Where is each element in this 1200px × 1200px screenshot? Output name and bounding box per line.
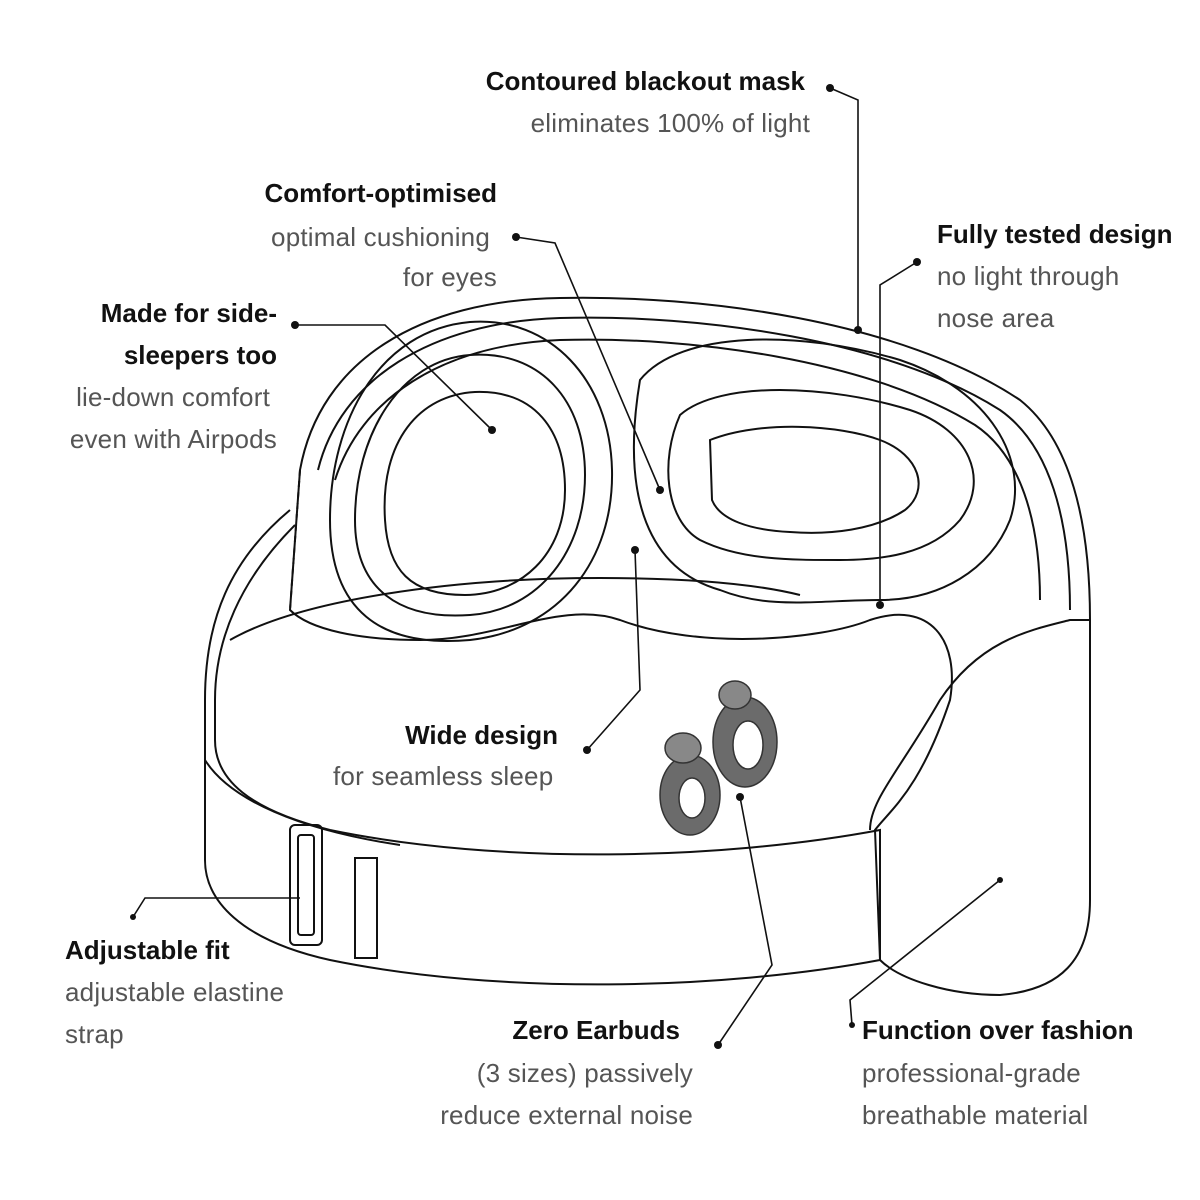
fashion-title: Function over fashion	[862, 1015, 1134, 1045]
earbuds-title: Zero Earbuds	[512, 1015, 680, 1045]
fashion-desc-2: breathable material	[862, 1100, 1089, 1130]
blackout-title: Contoured blackout mask	[485, 66, 805, 96]
tested-desc-2: nose area	[937, 303, 1055, 333]
tested-desc-1: no light through	[937, 261, 1120, 291]
earbuds-desc-1: (3 sizes) passively	[476, 1058, 693, 1088]
leader-lines	[132, 87, 1001, 1046]
wide-title: Wide design	[405, 720, 558, 750]
side-desc-1: lie-down comfort	[76, 382, 270, 412]
blackout-desc: eliminates 100% of light	[530, 108, 810, 138]
strap-buckle	[289, 824, 378, 959]
comfort-desc-2: for eyes	[402, 262, 497, 292]
fit-desc-1: adjustable elastine	[65, 977, 285, 1007]
wide-desc: for seamless sleep	[333, 761, 554, 791]
tested-title: Fully tested design	[937, 219, 1173, 249]
side-title-2: sleepers too	[123, 340, 277, 370]
leader-dots	[130, 84, 1003, 1049]
fashion-desc-1: professional-grade	[862, 1058, 1081, 1088]
earbuds-desc-2: reduce external noise	[440, 1100, 693, 1130]
earbuds	[659, 680, 778, 836]
fit-title: Adjustable fit	[65, 935, 230, 965]
side-title-1: Made for side-	[100, 298, 277, 328]
side-desc-2: even with Airpods	[69, 424, 277, 454]
mask-body	[288, 296, 1091, 997]
fit-desc-2: strap	[65, 1019, 124, 1049]
comfort-desc-1: optimal cushioning	[271, 222, 490, 252]
comfort-title: Comfort-optimised	[264, 178, 497, 208]
